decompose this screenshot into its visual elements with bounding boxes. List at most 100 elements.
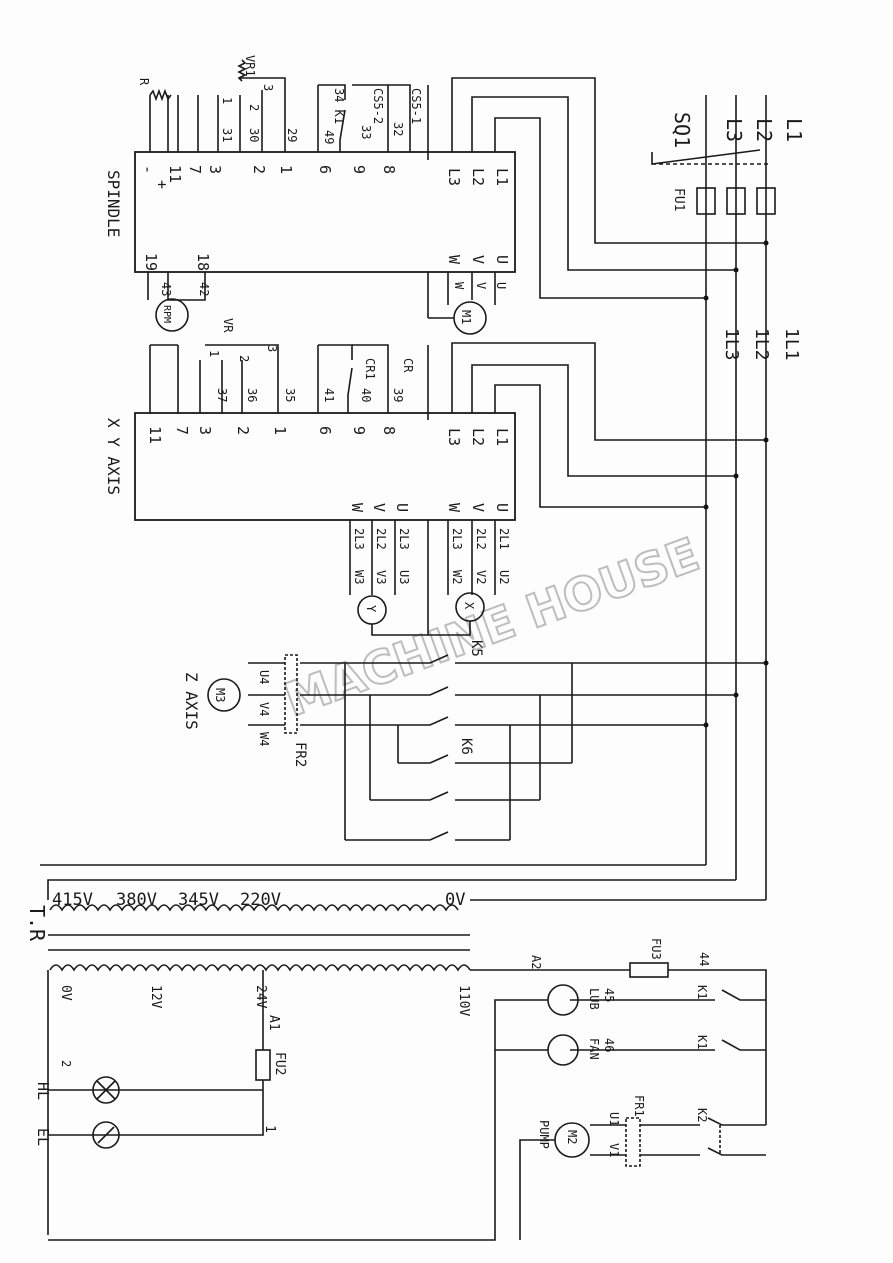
fuse-fu2	[255, 1049, 271, 1081]
r-label: R	[137, 78, 151, 86]
spindle-pin-l2: L2	[469, 168, 487, 186]
m1-pin-w: W	[452, 282, 466, 290]
spindle-pin-v: V	[469, 255, 487, 264]
rpm-sensor	[155, 298, 189, 332]
wire-2l2-y: 2L2	[374, 528, 388, 550]
z-axis-title: Z AXIS	[182, 672, 201, 730]
watermark: MACHINE HOUSE	[278, 527, 706, 727]
control-circuit: LUB FAN M2 PUMP 44 45 46 K1 K1 K2 FR1 U1…	[48, 938, 767, 1241]
rpm-label: RPM	[161, 305, 172, 323]
xy-pin-11: 11	[146, 426, 164, 444]
k5-label: K5	[468, 640, 484, 657]
xy-axis-drive: X Y AXIS L1 L2 L3 8 9 6 1 2 3 7 11 U V W…	[104, 318, 766, 636]
wire-35: 35	[283, 388, 297, 402]
wire-31: 31	[220, 128, 234, 142]
cr1-label: CR1	[363, 358, 377, 380]
spindle-pin-9: 9	[350, 165, 368, 174]
spindle-pin-w: W	[445, 255, 463, 265]
xy-pin-7: 7	[173, 426, 191, 435]
wire-49: 49	[322, 130, 336, 144]
spindle-pin-11: 11	[166, 165, 184, 183]
el-label: EL	[34, 1128, 52, 1146]
xy-pin-3: 3	[196, 426, 214, 435]
y-pin-v3: V3	[374, 570, 388, 584]
a2-label: A2	[529, 955, 543, 969]
vr1-pin-2: 2	[247, 104, 261, 111]
y-pin-u3: U3	[397, 570, 411, 584]
wire-42: 42	[197, 282, 211, 296]
xy-pin-1: 1	[271, 426, 289, 435]
lub-label: LUB	[587, 988, 601, 1010]
y-pin-w3: W3	[352, 570, 366, 584]
xy-pin-l2: L2	[469, 428, 487, 446]
wire-29: 29	[285, 128, 299, 142]
xy-pin-l1: L1	[493, 428, 511, 446]
hl-label: HL	[34, 1082, 52, 1100]
spindle-pin-l3: L3	[445, 168, 463, 186]
spindle-drive: RPM SPINDLE L1 L2 L3 8 9 6 1 2 3 7 11 - …	[104, 55, 766, 335]
xy-pin-v-y: V	[370, 503, 388, 512]
wire-46: 46	[602, 1038, 616, 1052]
wire-45: 45	[602, 988, 616, 1002]
hl-lamp	[92, 1076, 120, 1104]
spindle-pin-8: 8	[380, 165, 398, 174]
m3-pin-v4: V4	[257, 702, 271, 716]
fu2-label: FU2	[272, 1052, 287, 1075]
spindle-pin-18: 18	[194, 253, 212, 271]
transformer-label: T.R	[25, 905, 49, 942]
fuse-fu3	[629, 962, 669, 978]
xy-pin-l3: L3	[445, 428, 463, 446]
label-l3: L3	[722, 118, 746, 142]
spindle-pin-u: U	[493, 255, 511, 264]
tap-380v: 380V	[116, 890, 157, 910]
label-1l1: 1L1	[781, 328, 802, 361]
xy-box	[134, 412, 516, 521]
transformer: T.R 415V 380V 345V 220V 0V 0V 12V 24V 11…	[25, 864, 766, 1016]
spindle-pin-2: 2	[250, 165, 268, 174]
z-motor-m3	[207, 678, 241, 712]
tap-12v: 12V	[148, 985, 163, 1009]
xy-pin-v-x: V	[469, 503, 487, 512]
wire-30: 30	[247, 128, 261, 142]
wire-36: 36	[245, 388, 259, 402]
fu3-label: FU3	[649, 938, 663, 960]
fuse-fu1-l2	[726, 187, 746, 215]
xy-vr-pin-2: 2	[237, 355, 251, 362]
fuse-fu1-l1	[756, 187, 776, 215]
spindle-pin-l1: L1	[493, 168, 511, 186]
wire-33: 33	[359, 125, 373, 139]
k1-contact-label: 34 K1	[332, 88, 346, 124]
wire-40: 40	[359, 388, 373, 402]
x-pin-w2: W2	[450, 570, 464, 584]
pump-label: PUMP	[537, 1120, 551, 1149]
spindle-pin-6: 6	[316, 165, 334, 174]
label-1l3: 1L3	[721, 328, 742, 361]
label-fu1: FU1	[671, 188, 686, 211]
spindle-pin-7: 7	[186, 165, 204, 174]
spindle-pin-3: 3	[206, 165, 224, 174]
wire-2l2: 2L2	[474, 528, 488, 550]
label-sq1: SQ1	[670, 112, 694, 148]
xy-vr-pin-1: 1	[207, 350, 221, 357]
z-axis: M3 U4 V4 W4 Z AXIS FR2 K5 K6	[182, 640, 766, 841]
spindle-box	[134, 151, 516, 273]
fr1-label: FR1	[632, 1095, 646, 1117]
wire-2l3-x: 2L3	[450, 528, 464, 550]
xy-pin-6: 6	[316, 426, 334, 435]
label-l2: L2	[752, 118, 776, 142]
vr1-label: VR1	[243, 55, 257, 77]
m1-pin-u: U	[494, 282, 508, 289]
wire-2l3-y1: 2L3	[397, 528, 411, 550]
xy-vr-label: VR	[221, 318, 235, 333]
xy-pin-w-y: W	[348, 503, 366, 513]
cr-label: CR	[401, 358, 415, 373]
wire-37: 37	[215, 388, 229, 402]
x-pin-u2: U2	[497, 570, 511, 584]
lamp-circuit: A1 FU2 1 2 HL EL	[34, 970, 287, 1235]
fuse-fu1-l3	[696, 187, 716, 215]
label-l1: L1	[782, 118, 806, 142]
y-motor-label: Y	[364, 605, 378, 613]
wire-41: 41	[322, 388, 336, 402]
tap-0v-secondary: 0V	[58, 985, 73, 1001]
